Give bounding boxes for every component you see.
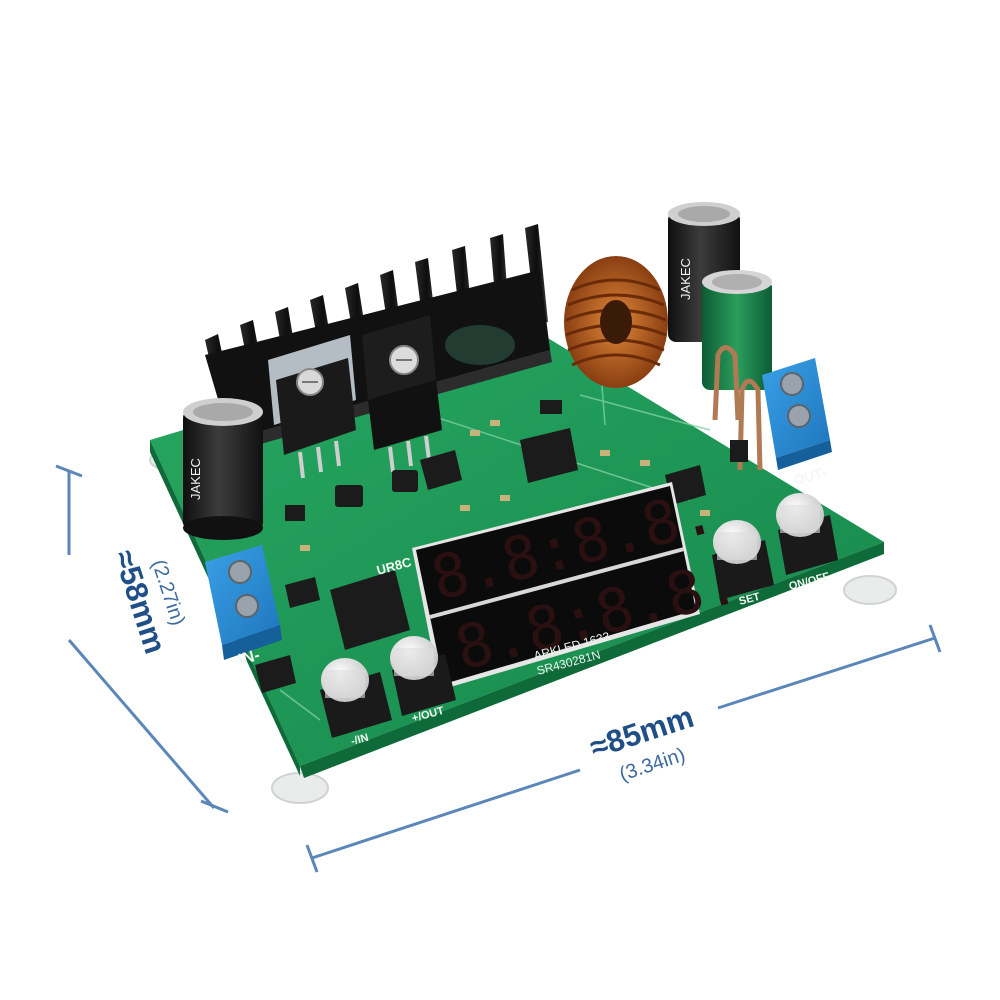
- button-on-off[interactable]: [776, 493, 838, 575]
- button-minus-in[interactable]: [320, 658, 392, 738]
- height-dimension: [55, 464, 229, 814]
- button-set[interactable]: [712, 520, 774, 600]
- label-in-minus: IN-: [237, 647, 262, 669]
- width-dimension-label: ≈85mm (3.34in): [586, 699, 698, 786]
- toroid-inductor: [564, 256, 668, 388]
- smd-components: [255, 400, 748, 693]
- height-dimension-label: ≈58mm (2.27in): [107, 546, 189, 658]
- capacitor-left: JAKEC: [183, 398, 263, 540]
- label-set: SET: [738, 591, 762, 608]
- width-dimension: [305, 624, 942, 873]
- input-terminal-block: [205, 545, 282, 660]
- label-minus-in: -/IN: [350, 732, 370, 748]
- transistor-left: [268, 335, 356, 479]
- capacitor-left-brand: JAKEC: [188, 458, 203, 500]
- smd-passives: [300, 420, 710, 551]
- button-plus-out[interactable]: [390, 636, 456, 716]
- capacitor-top-brand: JAKEC: [678, 258, 693, 300]
- output-terminal-block: [712, 345, 832, 471]
- label-out-minus: OUT-: [792, 464, 829, 488]
- transistor-right: [362, 315, 442, 473]
